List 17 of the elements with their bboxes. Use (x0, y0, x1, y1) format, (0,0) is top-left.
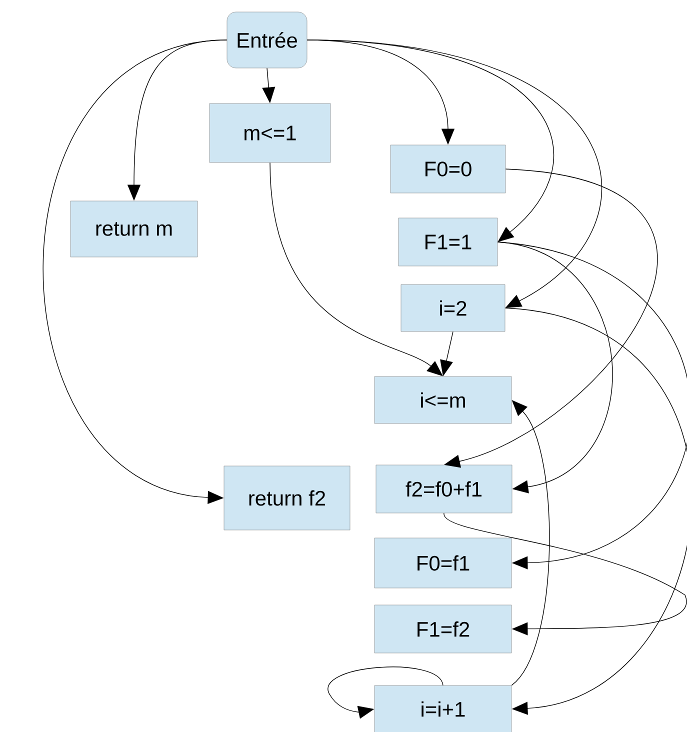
process-box: m<=1 (209, 103, 331, 163)
arrow (497, 242, 687, 570)
process-box: return m (70, 200, 198, 258)
process-box: f2=f0+f1 (376, 464, 512, 514)
arrow (511, 400, 550, 686)
start-box: Entrée (226, 12, 308, 68)
process-box: return f2 (224, 466, 350, 530)
arrow (444, 512, 687, 636)
process-box: F1=1 (398, 218, 498, 266)
process-box: F0=0 (390, 144, 506, 194)
process-box: i<=m (374, 376, 512, 424)
process-box: F0=f1 (374, 538, 512, 588)
arrow (306, 40, 602, 308)
process-box: i=i+1 (374, 685, 512, 732)
process-box: i=2 (400, 284, 506, 332)
arrow (270, 162, 443, 376)
process-box: F1=f2 (374, 604, 512, 654)
